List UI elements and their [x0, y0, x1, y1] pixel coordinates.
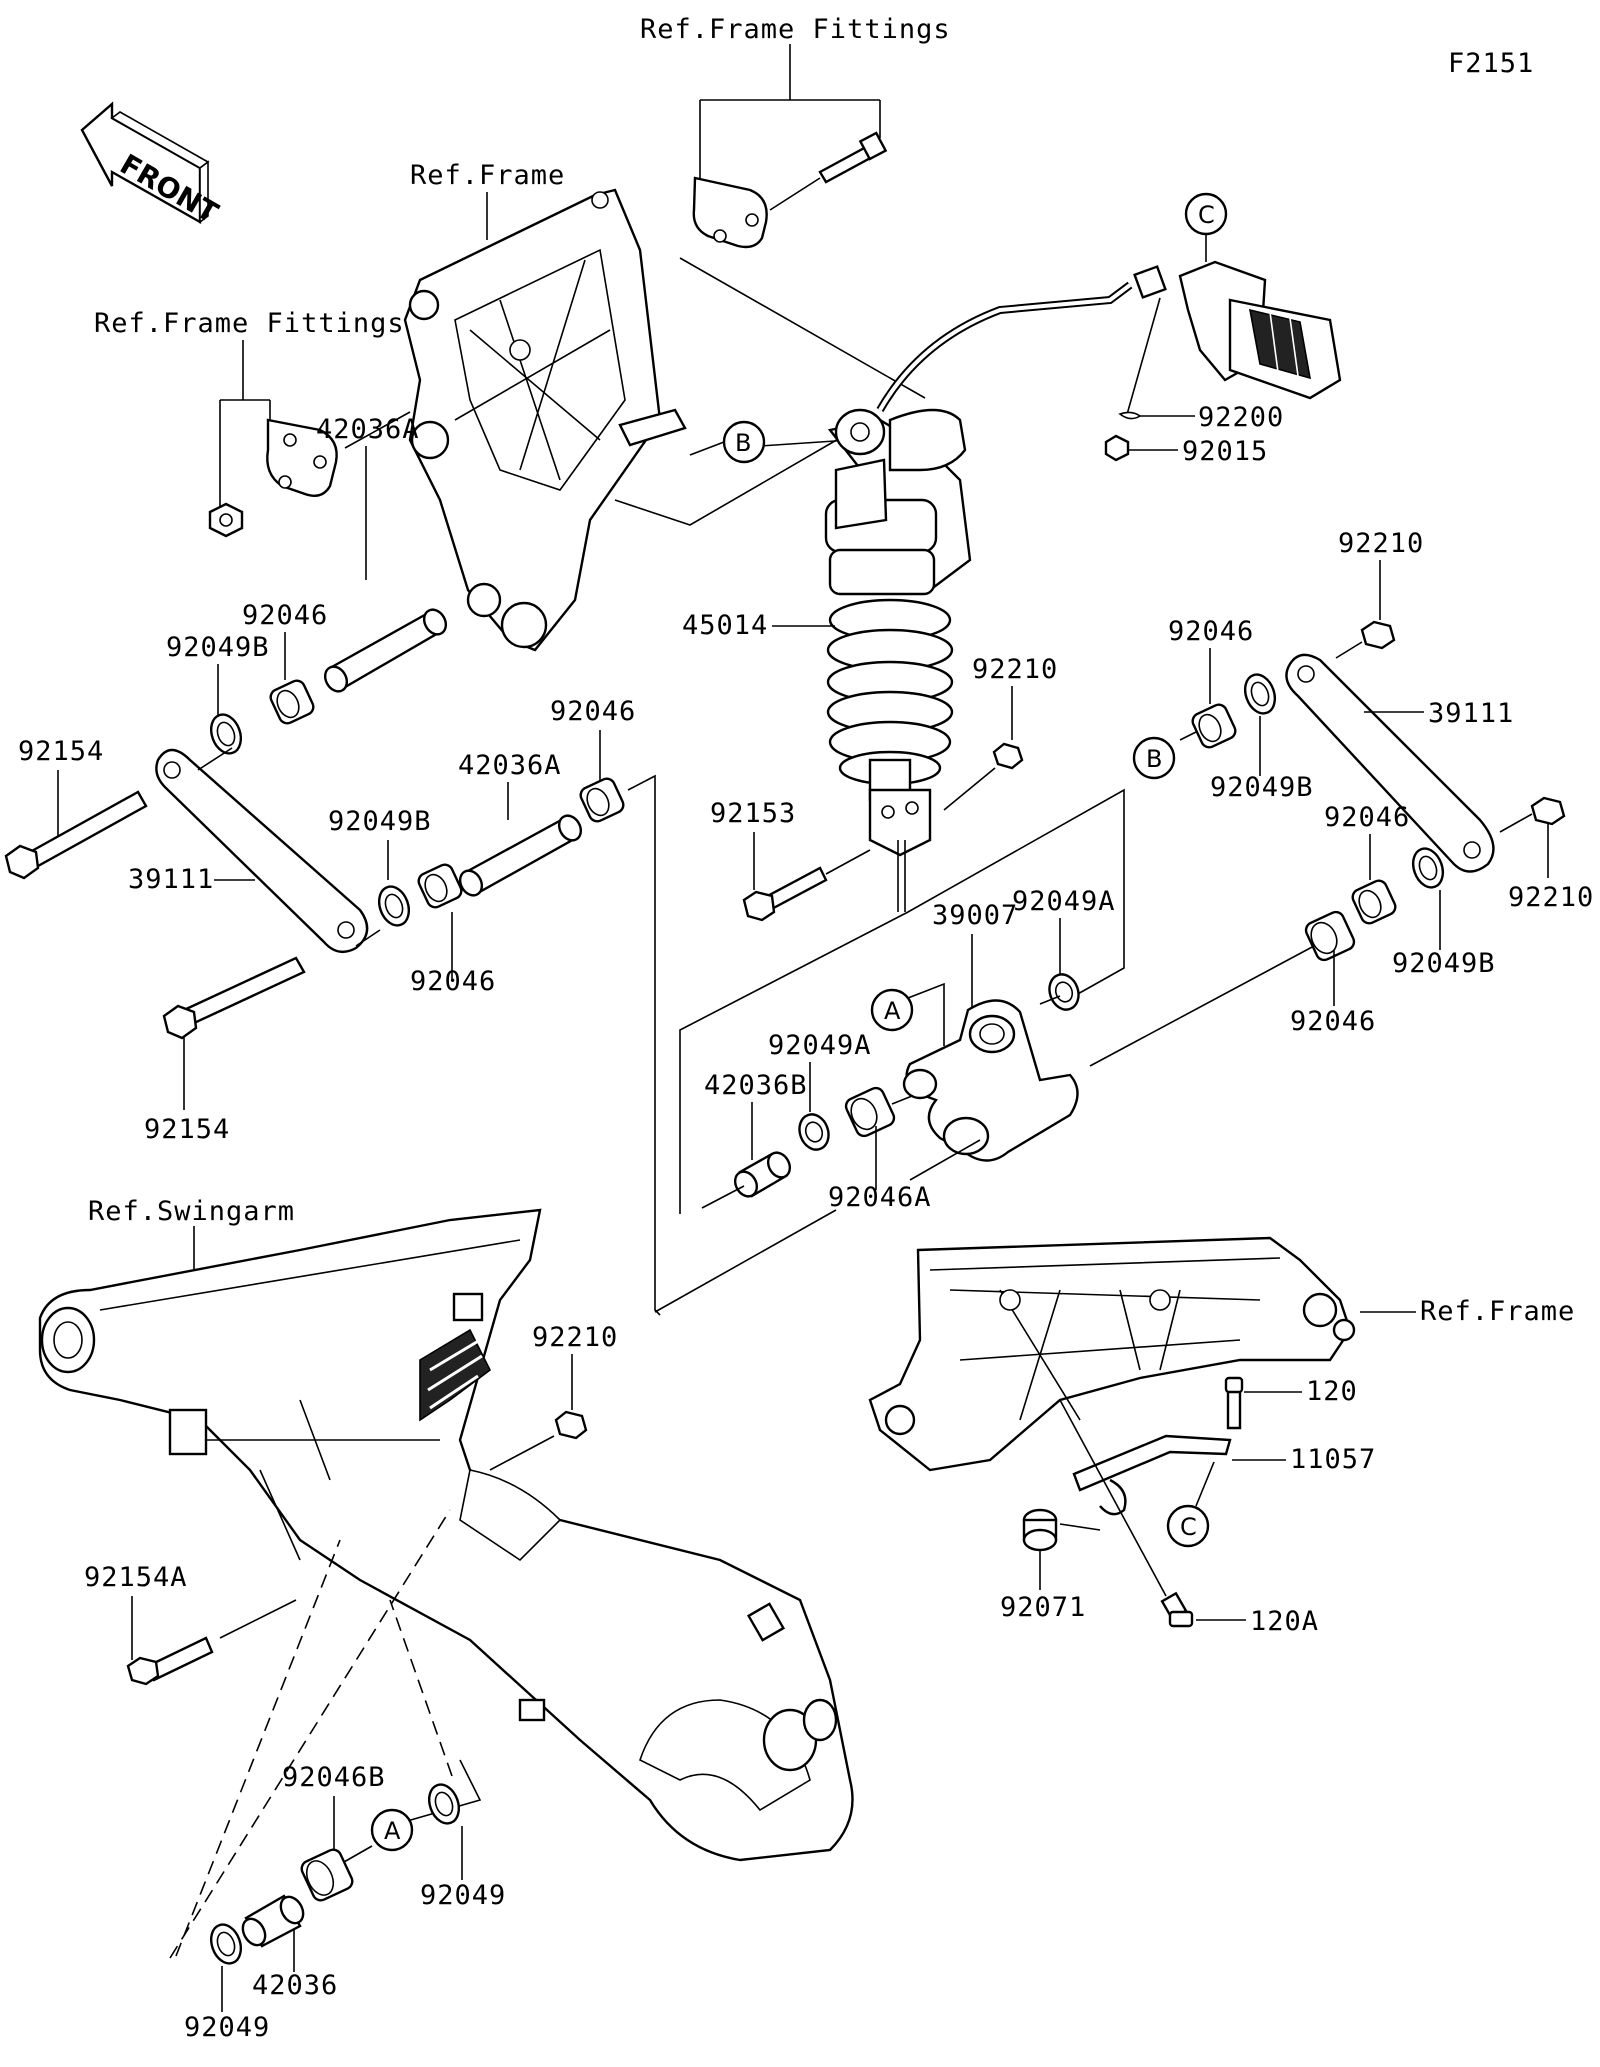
nut-92210-top-right — [1360, 620, 1396, 650]
label-39111-right: 39111 — [1428, 698, 1514, 729]
nut-92210-swingarm — [554, 1410, 588, 1440]
bearing-92046-d — [1191, 703, 1237, 749]
label-42036A-top: 42036A — [316, 414, 420, 445]
frame-fitting-bracket-top — [692, 131, 888, 249]
label-92046-a: 92046 — [242, 600, 328, 631]
swingarm — [38, 1208, 854, 1862]
marker-a-bottom — [370, 1808, 414, 1852]
bolt-120A — [1160, 1591, 1194, 1628]
bracket-11057 — [1072, 1434, 1232, 1516]
label-42036A-mid: 42036A — [458, 750, 562, 781]
label-39007: 39007 — [932, 900, 1018, 931]
label-120A: 120A — [1250, 1606, 1319, 1637]
washer-92049B-c — [1243, 673, 1277, 715]
frame-fitting-bracket-left — [208, 418, 338, 538]
label-92046-e: 92046 — [1324, 802, 1410, 833]
label-39111-left: 39111 — [128, 864, 214, 895]
label-92049A-right: 92049A — [1012, 886, 1116, 917]
bolt-92154A — [126, 1636, 214, 1686]
label-45014: 45014 — [682, 610, 768, 641]
washer-92049A-right — [1048, 973, 1080, 1011]
label-92210-right: 92210 — [1508, 882, 1594, 913]
marker-c-right-label: C — [1180, 1513, 1197, 1541]
marker-a-mid — [870, 988, 914, 1032]
label-92049-bottom: 92049 — [184, 2012, 270, 2043]
label-92210-swingarm: 92210 — [532, 1322, 618, 1353]
marker-b-top-label: B — [735, 429, 751, 457]
label-92154-a: 92154 — [18, 736, 104, 767]
ref-swingarm: Ref.Swingarm — [88, 1196, 295, 1227]
bolt-120 — [1224, 1376, 1244, 1430]
marker-c-right — [1166, 1504, 1210, 1548]
washer-92049-bottom — [209, 1923, 243, 1965]
ref-frame-fittings-left: Ref.Frame Fittings — [94, 308, 405, 339]
marker-a-bottom-label: A — [384, 1817, 401, 1845]
label-11057: 11057 — [1290, 1444, 1376, 1475]
bearing-92046B — [300, 1848, 354, 1902]
link-39111-left — [155, 748, 369, 954]
label-92049B-b: 92049B — [328, 806, 432, 837]
bearing-92046-f — [1304, 910, 1356, 962]
front-arrow-icon: FRONT — [80, 101, 224, 230]
frame-bracket-top — [403, 188, 687, 652]
collar-42036A-mid — [458, 814, 583, 897]
marker-c-top-label: C — [1198, 201, 1215, 229]
label-92046B: 92046B — [282, 1762, 386, 1793]
label-92046-b: 92046 — [410, 966, 496, 997]
shock-reservoir — [1133, 260, 1342, 400]
bearing-92046-e — [1351, 879, 1397, 925]
link-39111-right — [1285, 653, 1495, 873]
label-92154-b: 92154 — [144, 1114, 230, 1145]
ref-frame-right: Ref.Frame — [1420, 1296, 1575, 1327]
nut-92210-mid — [992, 742, 1024, 770]
bearing-92046-c — [579, 777, 625, 823]
marker-a-mid-label: A — [884, 997, 901, 1025]
label-92015: 92015 — [1182, 436, 1268, 467]
label-92046-f: 92046 — [1290, 1006, 1376, 1037]
label-92071: 92071 — [1000, 1592, 1086, 1623]
nut-92210-right — [1530, 796, 1566, 826]
label-92046-d: 92046 — [1168, 616, 1254, 647]
label-92046A: 92046A — [828, 1182, 932, 1213]
label-92046-c: 92046 — [550, 696, 636, 727]
washer-92049-top — [427, 1783, 461, 1825]
label-92200: 92200 — [1198, 402, 1284, 433]
marker-b-right-label: B — [1146, 745, 1162, 773]
label-92049B-d: 92049B — [1392, 948, 1496, 979]
collar-42036A-top — [323, 608, 448, 693]
ref-frame-fittings-top: Ref.Frame Fittings — [640, 14, 951, 45]
label-92049B-a: 92049B — [166, 632, 270, 663]
rear-shock-absorber — [824, 408, 972, 912]
rocker-39007 — [902, 999, 1079, 1162]
bolt-92154-b — [162, 956, 306, 1040]
washer-92049B-b — [377, 885, 411, 927]
shock-spring — [826, 598, 954, 786]
label-92049-top: 92049 — [420, 1880, 506, 1911]
label-92210-top-right: 92210 — [1338, 528, 1424, 559]
label-120: 120 — [1306, 1376, 1358, 1407]
bearing-92046A — [844, 1086, 896, 1138]
frame-bracket-right — [868, 1236, 1356, 1472]
label-92154A: 92154A — [84, 1562, 188, 1593]
bearing-92046-b — [417, 863, 463, 909]
label-42036: 42036 — [252, 1970, 338, 2001]
marker-b-right — [1132, 736, 1176, 780]
figure-id: F2151 — [1448, 48, 1534, 79]
label-92049B-c: 92049B — [1210, 772, 1314, 803]
label-92153: 92153 — [710, 798, 796, 829]
grommet-92071 — [1022, 1508, 1058, 1552]
collar-42036B — [733, 1151, 792, 1198]
bolt-92154-a — [4, 790, 148, 880]
label-92049A-left: 92049A — [768, 1030, 872, 1061]
label-92210-mid: 92210 — [972, 654, 1058, 685]
label-42036B: 42036B — [704, 1070, 808, 1101]
washer-92049A-left — [798, 1113, 830, 1151]
washer-92049B-d — [1411, 847, 1445, 889]
washer-92049B-a — [209, 713, 243, 755]
bolt-92153 — [742, 866, 828, 922]
bearing-92046-a — [269, 679, 315, 725]
collar-42036 — [241, 1894, 305, 1948]
ref-frame-top: Ref.Frame — [410, 160, 565, 191]
